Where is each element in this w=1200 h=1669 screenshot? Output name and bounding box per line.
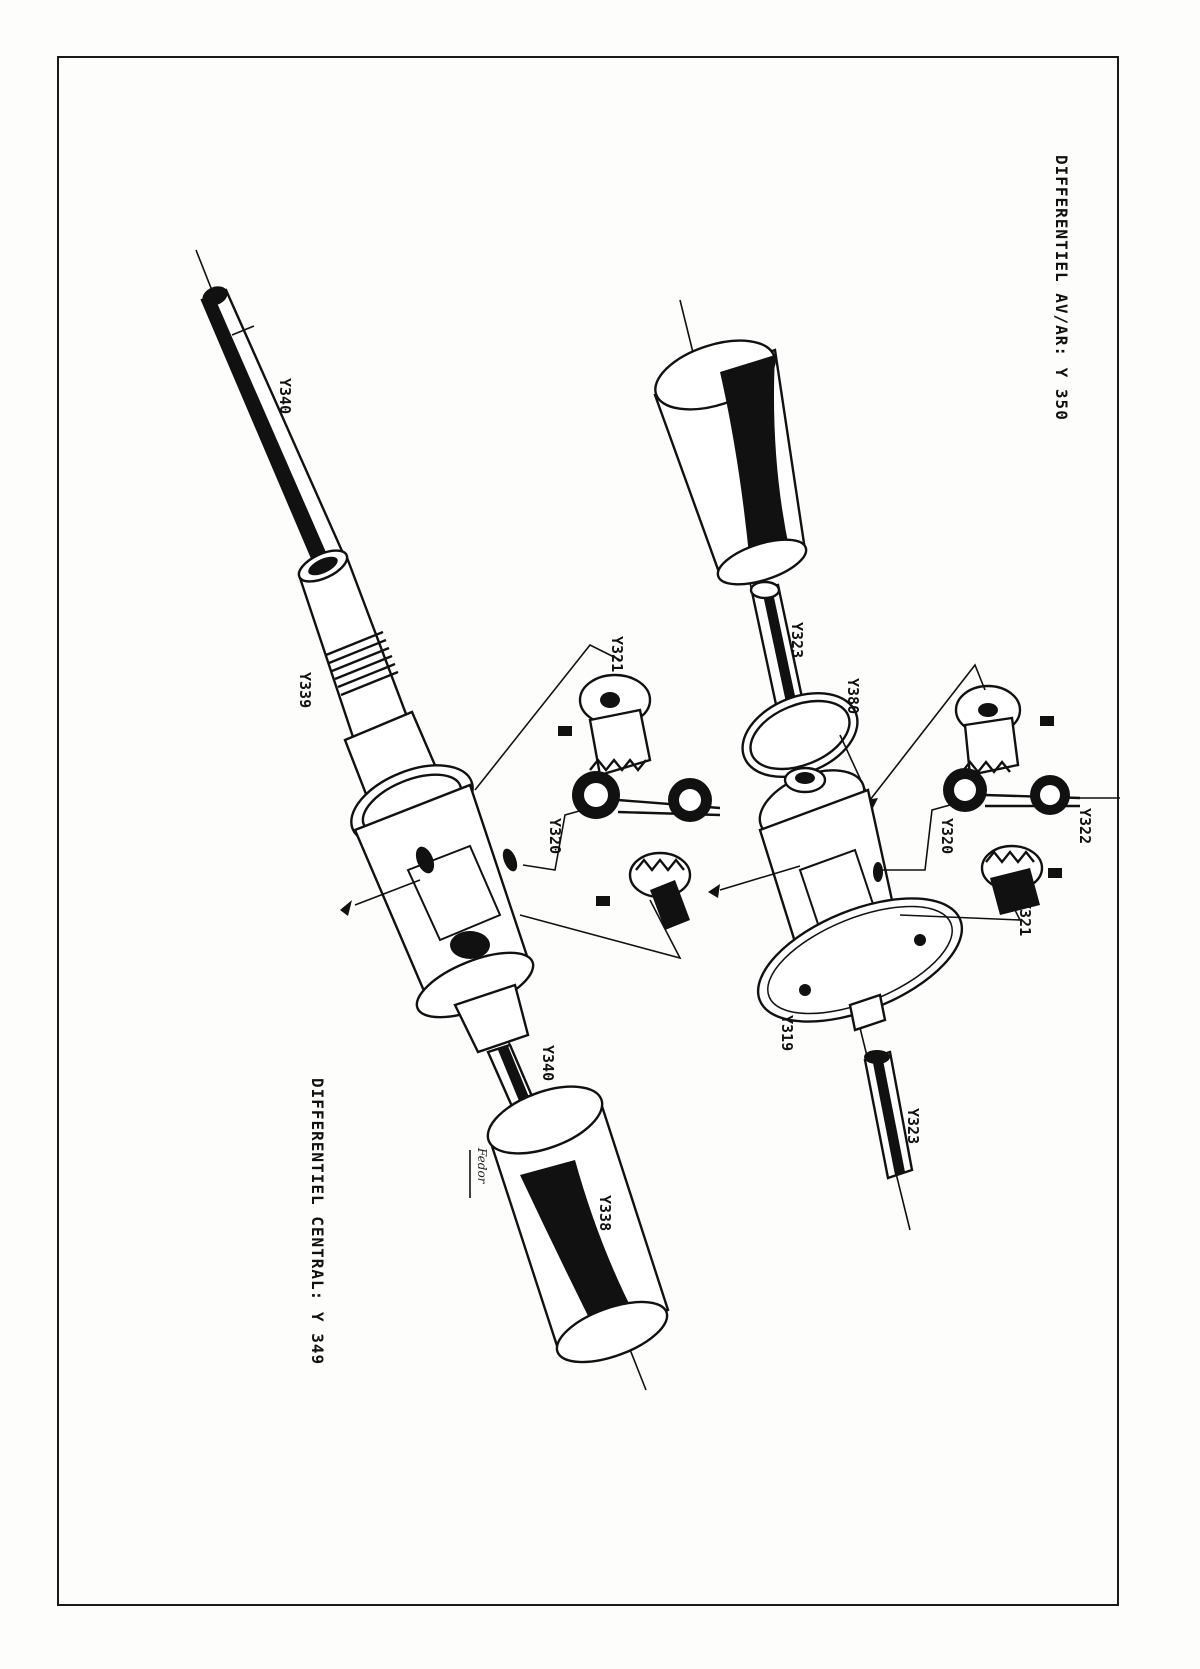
- front-rear-differential-assembly: [653, 299, 1120, 1231]
- leaders-left: [474, 643, 682, 960]
- housing-front-rear: [708, 766, 964, 1032]
- drawing-border: [57, 56, 1119, 1606]
- title-central: DIFFERENTIEL CENTRAL: Y 349: [308, 1078, 327, 1365]
- central-differential-assembly: [195, 249, 721, 1391]
- ring-y380: [741, 692, 878, 810]
- cup-y338: [486, 1085, 670, 1364]
- planet-gears-y320-left: [572, 771, 721, 822]
- label-y319: Y319: [778, 1015, 796, 1051]
- part-labels: Y340 Y339 Y321 Y320 Y340 Y338 Y318 Y323 …: [276, 378, 1094, 1231]
- label-y318: Y318: [744, 485, 762, 521]
- label-y339: Y339: [296, 672, 314, 708]
- label-y321-left: Y321: [608, 636, 626, 672]
- shaft-y340-top: [200, 286, 348, 574]
- label-y320-right: Y320: [938, 818, 956, 854]
- leaders-right: [869, 663, 1120, 921]
- signature: Fedor: [469, 1147, 489, 1198]
- side-gear-y321-left: [558, 673, 652, 777]
- shaft-y323-bottom: [863, 1050, 914, 1180]
- side-gear-y321-right-lower: [980, 844, 1062, 915]
- label-y323-top: Y323: [788, 622, 806, 658]
- planet-gears-y320-right: [943, 768, 1081, 815]
- housing-central: [340, 764, 535, 1054]
- label-y323-bottom: Y323: [904, 1108, 922, 1144]
- title-front-rear: DIFFERENTIEL AV/AR: Y 350: [1052, 155, 1071, 421]
- label-y380: Y380: [844, 678, 862, 714]
- side-gear-y321-right: [954, 684, 1054, 777]
- side-gear-y321-left-lower: [596, 851, 692, 930]
- cup-y318: [653, 339, 808, 586]
- label-y321-right: Y321: [1016, 900, 1034, 936]
- label-y340-bottom: Y340: [539, 1045, 557, 1081]
- svg-text:Fedor: Fedor: [475, 1147, 489, 1185]
- label-y322: Y322: [1076, 808, 1094, 844]
- label-y320-left: Y320: [546, 818, 564, 854]
- label-y340-top: Y340: [276, 378, 294, 414]
- label-y338: Y338: [596, 1195, 614, 1231]
